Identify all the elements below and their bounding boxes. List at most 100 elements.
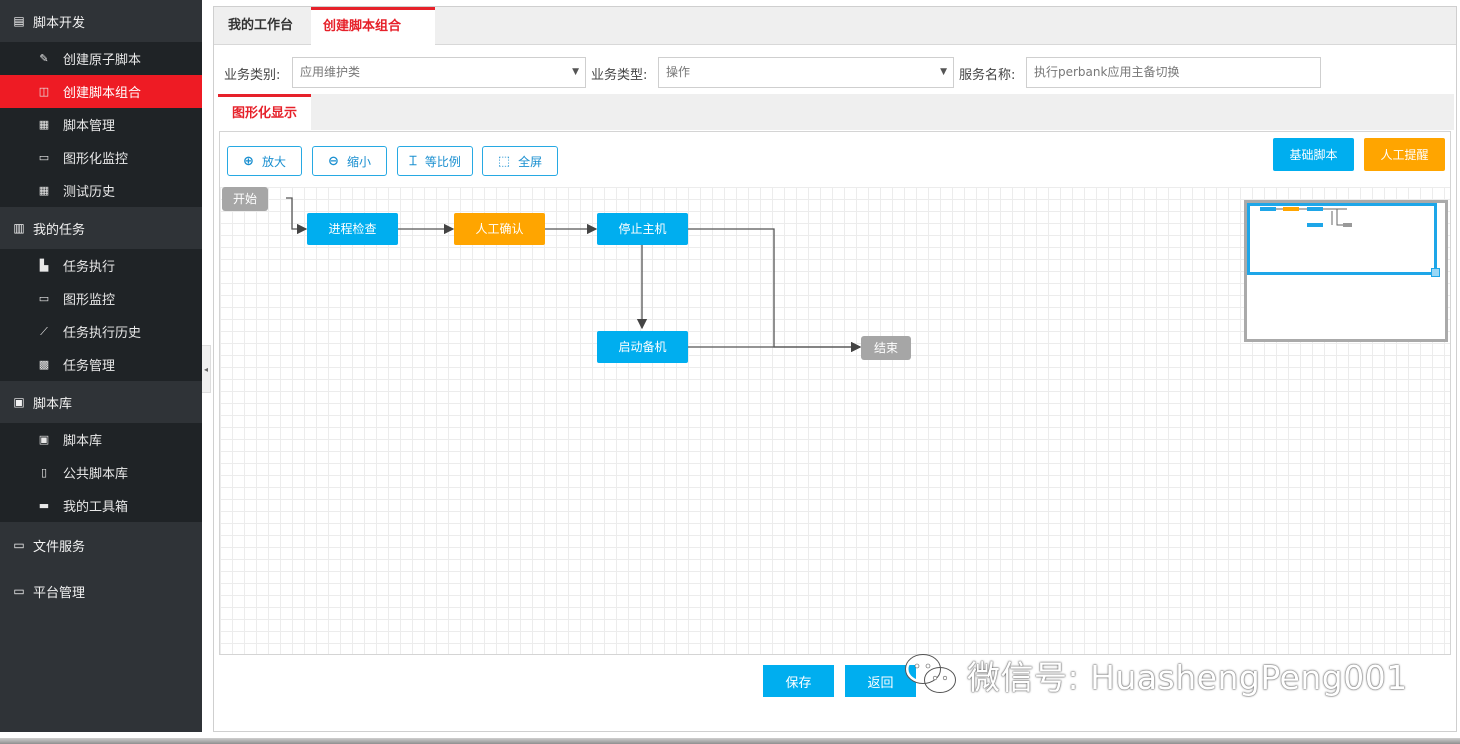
top-tab-bar: 我的工作台 创建脚本组合	[214, 7, 1456, 45]
sidebar-item-create-atomic-script[interactable]: ✎ 创建原子脚本	[0, 42, 202, 75]
sidebar-item-create-script-combo[interactable]: ◫ 创建脚本组合	[0, 75, 202, 108]
flow-node-manual-confirm[interactable]: 人工确认	[454, 213, 545, 245]
sidebar-item-label: 任务执行	[63, 260, 116, 275]
flow-node-stop-host[interactable]: 停止主机	[597, 213, 688, 245]
combine-icon: ◫	[38, 85, 50, 98]
zoom-in-label: 放大	[261, 154, 286, 169]
pencil-icon: ✎	[39, 52, 49, 65]
tab-create-script-combo[interactable]: 创建脚本组合	[311, 7, 435, 45]
library-icon: ▣	[38, 433, 50, 446]
sidebar-item-label: 公共脚本库	[63, 467, 129, 482]
sidebar-item-label: 任务执行历史	[63, 326, 142, 341]
chevron-left-icon: ◂	[203, 364, 208, 374]
minimap-viewport[interactable]	[1247, 203, 1437, 275]
biz-type-value: 操作	[666, 65, 691, 79]
main-panel: 我的工作台 创建脚本组合 业务类别: 应用维护类 ▼ 业务类型: 操作 ▼ 服务…	[213, 6, 1457, 732]
fullscreen-label: 全屏	[518, 154, 543, 169]
biz-type-select[interactable]: 操作 ▼	[658, 57, 954, 88]
sidebar-item-label: 脚本管理	[63, 119, 116, 134]
sidebar-item-public-script-library[interactable]: ▯ 公共脚本库	[0, 456, 202, 489]
sidebar-submenu-script-dev: ✎ 创建原子脚本 ◫ 创建脚本组合 ▦ 脚本管理 ▭ 图形化监控 ▦ 测试历史	[0, 42, 202, 207]
service-name-input[interactable]: 执行perbank应用主备切换	[1026, 57, 1321, 88]
sidebar-item-label: 我的工具箱	[63, 500, 129, 515]
flow-node-end[interactable]: 结束	[861, 336, 911, 360]
form-row: 业务类别: 应用维护类 ▼ 业务类型: 操作 ▼ 服务名称: 执行perbank…	[214, 57, 1456, 89]
sidebar-section-label: 文件服务	[33, 539, 86, 555]
back-button[interactable]: 返回	[845, 665, 916, 697]
sidebar-section-label: 平台管理	[33, 585, 86, 601]
fit-ratio-button[interactable]: ⌶ 等比例	[397, 146, 473, 176]
sidebar: ▤ 脚本开发 ✎ 创建原子脚本 ◫ 创建脚本组合 ▦ 脚本管理 ▭ 图形化监控 …	[0, 0, 202, 732]
sidebar-item-task-execute[interactable]: ▙ 任务执行	[0, 249, 202, 282]
flow-node-start[interactable]: 开始	[222, 187, 268, 211]
zoom-out-icon: ⊖	[328, 153, 339, 169]
caret-down-icon: ▼	[572, 67, 579, 77]
fit-ratio-icon: ⌶	[409, 153, 417, 169]
sidebar-item-label: 脚本库	[63, 434, 103, 449]
sidebar-section-label: 脚本库	[33, 396, 73, 412]
biz-type-label: 业务类型:	[591, 68, 648, 83]
sidebar-item-task-history[interactable]: ⟋ 任务执行历史	[0, 315, 202, 348]
sidebar-item-graphic-monitoring[interactable]: ▭ 图形监控	[0, 282, 202, 315]
watermark-text: 微信号: HuashengPeng001	[967, 658, 1408, 697]
sidebar-item-label: 创建原子脚本	[63, 53, 142, 68]
sidebar-section-label: 脚本开发	[33, 15, 86, 31]
sub-tab-bar: 图形化显示	[218, 94, 1454, 130]
sidebar-item-label: 任务管理	[63, 359, 116, 374]
calendar-icon: ▩	[38, 358, 50, 371]
biz-category-value: 应用维护类	[300, 65, 361, 79]
zoom-in-button[interactable]: ⊕ 放大	[227, 146, 302, 176]
save-button[interactable]: 保存	[763, 665, 834, 697]
sidebar-section-my-tasks[interactable]: ▥ 我的任务	[0, 207, 202, 249]
sidebar-item-task-management[interactable]: ▩ 任务管理	[0, 348, 202, 381]
wechat-watermark: 微信号: HuashengPeng001	[903, 652, 1408, 698]
sidebar-item-label: 创建脚本组合	[63, 86, 142, 101]
chart-icon: ⟋	[40, 324, 48, 338]
fullscreen-button[interactable]: ⬚ 全屏	[482, 146, 558, 176]
zoom-out-label: 缩小	[346, 154, 371, 169]
bookmark-icon: ▯	[40, 466, 48, 479]
sidebar-item-graphic-monitor[interactable]: ▭ 图形化监控	[0, 141, 202, 174]
sidebar-item-my-toolbox[interactable]: ▬ 我的工具箱	[0, 489, 202, 522]
library-icon: ▣	[13, 395, 25, 409]
task-icon: ▥	[13, 221, 25, 235]
sidebar-collapse-handle[interactable]: ◂	[202, 345, 211, 393]
window-bottom-edge	[0, 738, 1460, 744]
flow-node-start-backup[interactable]: 启动备机	[597, 331, 688, 363]
flow-node-process-check[interactable]: 进程检查	[307, 213, 398, 245]
flow-minimap[interactable]	[1244, 200, 1448, 342]
minimap-preview	[1260, 207, 1352, 227]
sidebar-section-platform-management[interactable]: ▭ 平台管理	[0, 568, 202, 614]
caret-down-icon: ▼	[940, 67, 947, 77]
desktop-icon: ▭	[13, 584, 25, 598]
tab-graphic-display[interactable]: 图形化显示	[218, 94, 312, 130]
sidebar-submenu-script-library: ▣ 脚本库 ▯ 公共脚本库 ▬ 我的工具箱	[0, 423, 202, 522]
list-icon: ▦	[38, 118, 50, 131]
sidebar-item-test-history[interactable]: ▦ 测试历史	[0, 174, 202, 207]
flow-canvas[interactable]: ⊕ 放大 ⊖ 缩小 ⌶ 等比例 ⬚ 全屏 基础脚本 人工提醒	[219, 131, 1451, 655]
sidebar-item-script-library[interactable]: ▣ 脚本库	[0, 423, 202, 456]
sidebar-item-label: 图形化监控	[63, 152, 129, 167]
tab-my-workbench[interactable]: 我的工作台	[228, 18, 294, 33]
sidebar-item-script-management[interactable]: ▦ 脚本管理	[0, 108, 202, 141]
minimap-resize-handle[interactable]	[1431, 268, 1440, 277]
sidebar-section-script-dev[interactable]: ▤ 脚本开发	[0, 0, 202, 42]
execute-icon: ▙	[39, 259, 49, 272]
fullscreen-icon: ⬚	[497, 153, 511, 169]
monitor-icon: ▭	[38, 151, 50, 164]
basic-script-button[interactable]: 基础脚本	[1273, 138, 1354, 171]
biz-category-select[interactable]: 应用维护类 ▼	[292, 57, 586, 88]
zoom-out-button[interactable]: ⊖ 缩小	[312, 146, 387, 176]
service-name-value: 执行perbank应用主备切换	[1034, 65, 1180, 79]
laptop-icon: ▭	[13, 538, 25, 552]
history-icon: ▦	[38, 184, 50, 197]
zoom-in-icon: ⊕	[243, 153, 254, 169]
sidebar-section-file-service[interactable]: ▭ 文件服务	[0, 522, 202, 568]
wechat-logo-icon	[905, 654, 956, 693]
flow-connectors	[286, 197, 862, 353]
sidebar-section-script-library[interactable]: ▣ 脚本库	[0, 381, 202, 423]
toolbox-icon: ▬	[38, 499, 50, 512]
manual-reminder-button[interactable]: 人工提醒	[1364, 138, 1445, 171]
monitor-icon: ▭	[38, 292, 50, 305]
service-name-label: 服务名称:	[959, 68, 1016, 83]
